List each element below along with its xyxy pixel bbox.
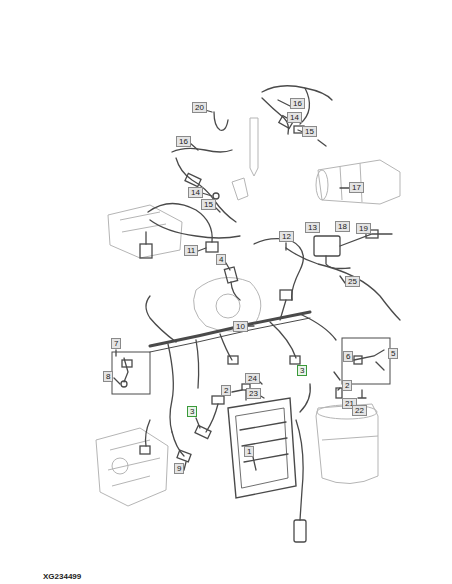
callout-number: 20 [192,102,207,113]
callout-number: 6 [343,351,353,362]
callout-number: 2 [221,385,231,396]
callout-number: 23 [246,388,261,399]
callout-number: 25 [345,276,360,287]
callout-number: 5 [388,348,398,359]
figure-id: XG234499 [43,572,81,581]
callout-number: 16 [176,136,191,147]
callout-number: 9 [174,463,184,474]
callout-number: 8 [103,371,113,382]
callout-number: 7 [111,338,121,349]
callout-number: 3 [297,365,307,376]
callout-number: 14 [188,187,203,198]
callout-number: 2 [342,380,352,391]
callout-number: 11 [184,245,198,256]
callout-number: 13 [305,222,320,233]
callout-number: 24 [245,373,260,384]
callout-number: 15 [302,126,317,137]
callout-number: 15 [201,199,216,210]
callout-number: 10 [233,321,248,332]
callout-number: 14 [287,112,302,123]
callout-number: 17 [349,182,364,193]
callout-number: 3 [187,406,197,417]
callout-number: 16 [290,98,305,109]
callout-number: 4 [216,254,226,265]
callout-number: 18 [335,221,350,232]
callout-number: 1 [244,446,254,457]
callout-number: 12 [279,231,294,242]
callout-number: 22 [352,405,367,416]
callout-number: 19 [356,223,371,234]
